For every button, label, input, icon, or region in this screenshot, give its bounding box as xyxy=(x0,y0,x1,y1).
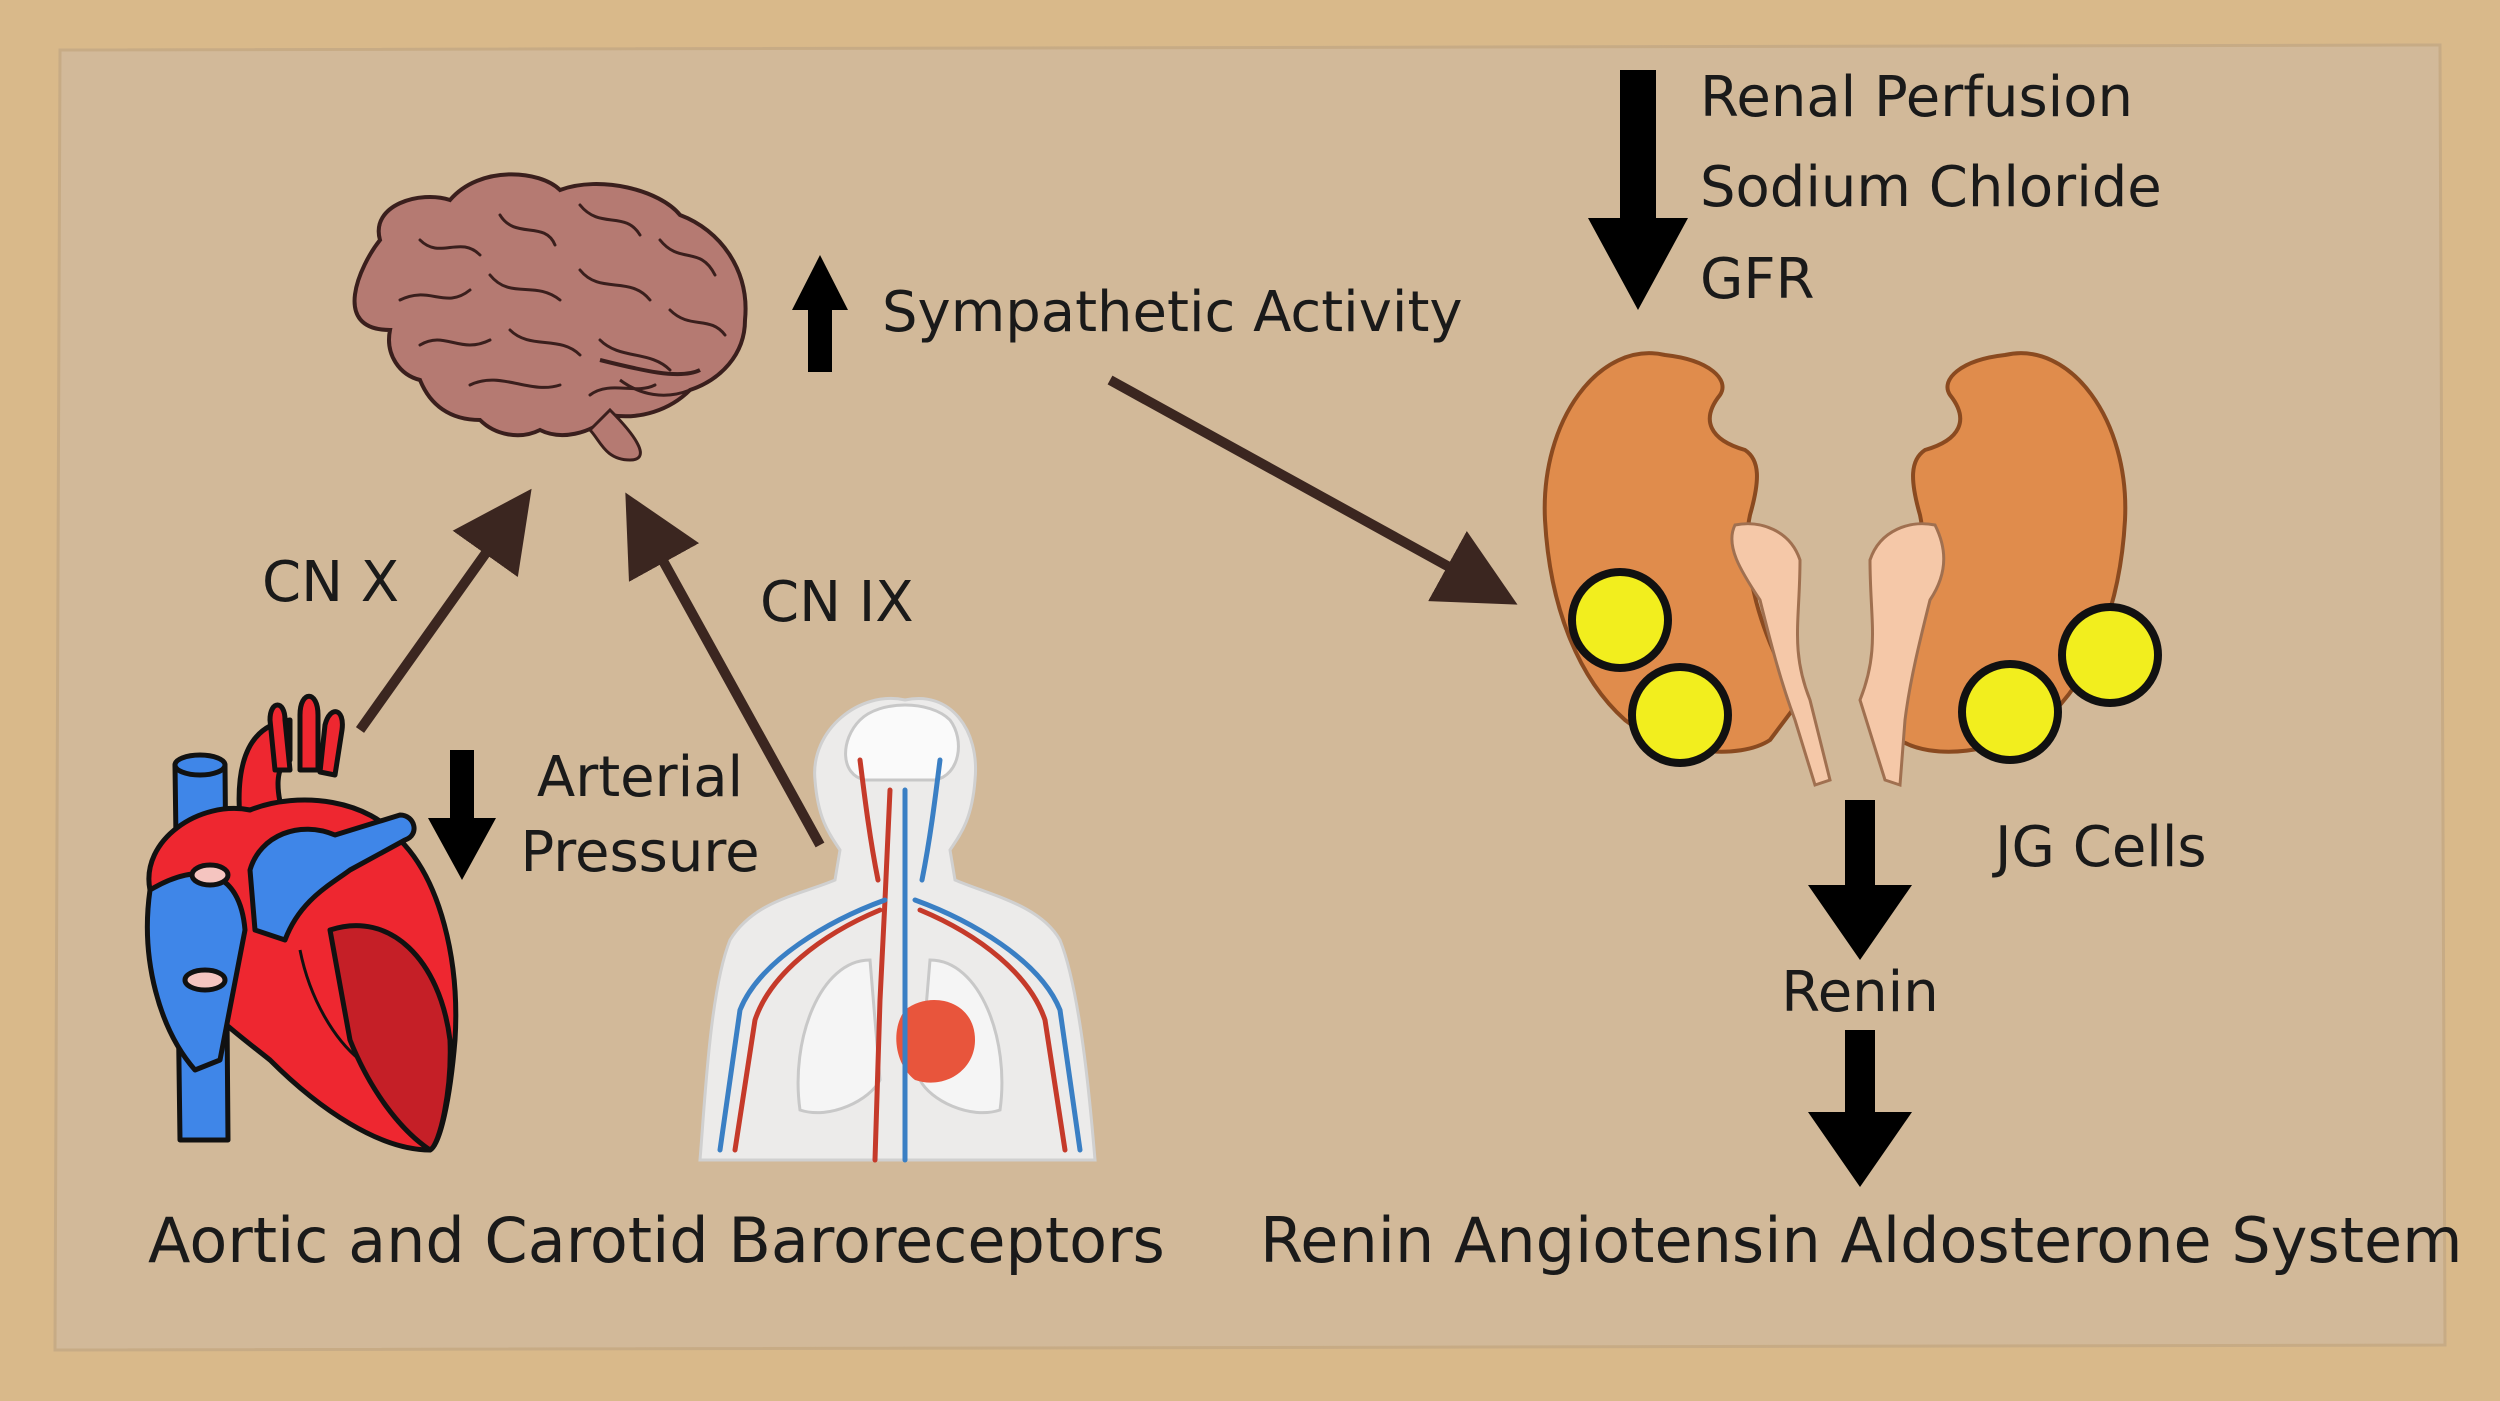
sympathetic-activity-label: Sympathetic Activity xyxy=(882,280,1463,345)
baroreceptors-title: Aortic and Carotid Baroreceptors xyxy=(148,1204,1165,1277)
renal-perfusion-label: Renal Perfusion xyxy=(1700,65,2133,130)
decrease-arrow-icon xyxy=(428,750,496,880)
jg-cells-label: JG Cells xyxy=(1995,815,2207,880)
renin-to-raas-arrow xyxy=(1808,1030,1912,1187)
kidney-to-renin-arrow xyxy=(1808,800,1912,960)
renin-label: Renin xyxy=(1781,960,1939,1025)
sympathetic-to-kidney-arrow xyxy=(1107,375,1518,605)
arterial-pressure-label-line2: Pressure xyxy=(520,820,760,885)
arterial-pressure-label-line1: Arterial xyxy=(536,745,744,810)
sodium-chloride-label: Sodium Chloride xyxy=(1700,155,2162,220)
increase-arrow-icon xyxy=(792,255,848,372)
jg-cell-marker xyxy=(1568,568,1672,672)
raas-title: Renin Angiotensin Aldosterone System xyxy=(1260,1204,2463,1277)
cn-ix-arrow xyxy=(625,492,825,848)
cn-x-arrow xyxy=(355,488,532,733)
decrease-arrow-icon xyxy=(1588,70,1688,310)
jg-cell-marker xyxy=(1628,663,1732,767)
cn-x-label: CN X xyxy=(262,550,400,615)
circulatory-system-icon xyxy=(698,697,1097,1163)
heart-icon xyxy=(144,693,459,1153)
brain-icon xyxy=(352,172,748,462)
gfr-label: GFR xyxy=(1700,247,1815,312)
jg-cell-marker xyxy=(1958,660,2062,764)
jg-cell-marker xyxy=(2058,603,2162,707)
cn-ix-label: CN IX xyxy=(760,570,914,635)
